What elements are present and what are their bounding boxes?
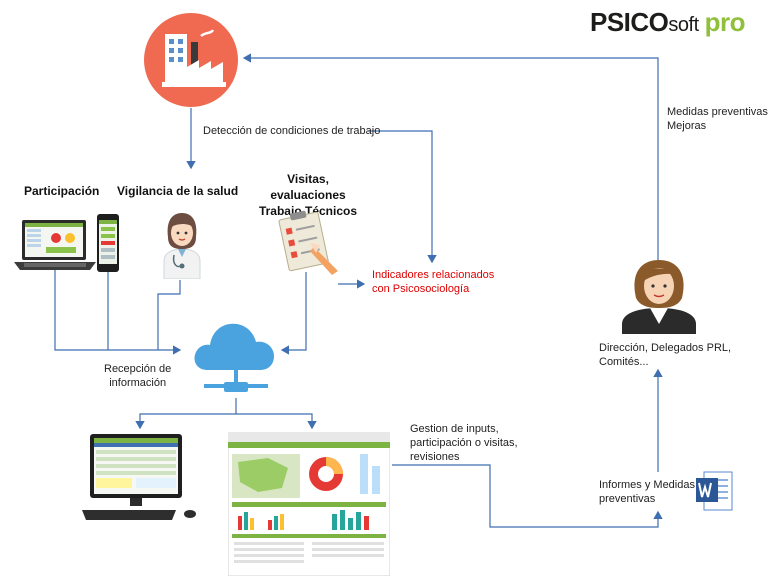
arrow-manager-to-factory xyxy=(242,53,659,262)
label-preventive-line1: Medidas preventivas xyxy=(667,106,768,118)
brand-pro: pro xyxy=(704,7,746,37)
label-detection: Detección de condiciones de trabajo xyxy=(203,125,381,137)
dashboard-screenshot-icon xyxy=(228,432,390,576)
label-preventive-line2: Mejoras xyxy=(667,120,707,132)
label-reports-line1: Informes y Medidas xyxy=(599,479,695,491)
label-reception-line2: información xyxy=(109,377,167,389)
doctor-icon xyxy=(163,213,201,279)
laptop-icon xyxy=(14,220,96,270)
arrow-laptop-to-cloud xyxy=(54,270,182,355)
factory-icon xyxy=(144,13,238,107)
label-management: Gestion de inputs, participación o visit… xyxy=(410,422,518,464)
label-preventive-measures: Medidas preventivas Mejoras xyxy=(667,105,768,133)
label-reception: Recepción de información xyxy=(104,362,171,390)
phone-icon xyxy=(97,214,119,272)
label-management-line3: revisiones xyxy=(410,451,460,463)
label-reports: Informes y Medidas preventivas xyxy=(599,478,695,506)
label-reports-line2: preventivas xyxy=(599,493,656,505)
label-management-team: Dirección, Delegados PRL, Comités... xyxy=(599,341,731,369)
arrow-cloud-to-dashboard xyxy=(236,413,317,430)
arrow-detection-to-indicators xyxy=(368,130,437,264)
label-management-team-line1: Dirección, Delegados PRL, xyxy=(599,342,732,354)
arrow-visits-to-cloud xyxy=(280,272,307,355)
arrow-cloud-split xyxy=(135,398,237,430)
arrow-health-to-cloud xyxy=(157,280,181,350)
heading-visits: Visitas, evaluaciones Trabajo Técnicos xyxy=(250,171,366,219)
label-reception-line1: Recepción de xyxy=(104,363,172,375)
arrow-dashboard-to-reports xyxy=(392,464,663,528)
brand-soft: soft xyxy=(668,14,699,36)
heading-visits-line2: Trabajo Técnicos xyxy=(258,204,358,218)
label-indicators: Indicadores relacionados con Psicosociol… xyxy=(372,268,494,296)
label-management-line2: participación o visitas, xyxy=(410,437,518,449)
clipboard-icon xyxy=(278,210,338,275)
desktop-computer-icon xyxy=(82,434,196,520)
heading-health-surveillance: Vigilancia de la salud xyxy=(117,184,239,198)
word-document-icon xyxy=(696,471,733,511)
brand-psico: PSICO xyxy=(590,7,669,37)
label-indicators-line1: Indicadores relacionados xyxy=(372,269,495,281)
heading-participation: Participación xyxy=(24,184,100,198)
label-indicators-line2: con Psicosociología xyxy=(372,283,470,295)
cloud-server-icon xyxy=(194,323,274,392)
label-management-team-line2: Comités... xyxy=(599,356,649,368)
manager-avatar-icon xyxy=(622,260,696,334)
label-management-line1: Gestion de inputs, xyxy=(410,423,499,435)
heading-visits-line1: Visitas, evaluaciones xyxy=(270,172,346,202)
